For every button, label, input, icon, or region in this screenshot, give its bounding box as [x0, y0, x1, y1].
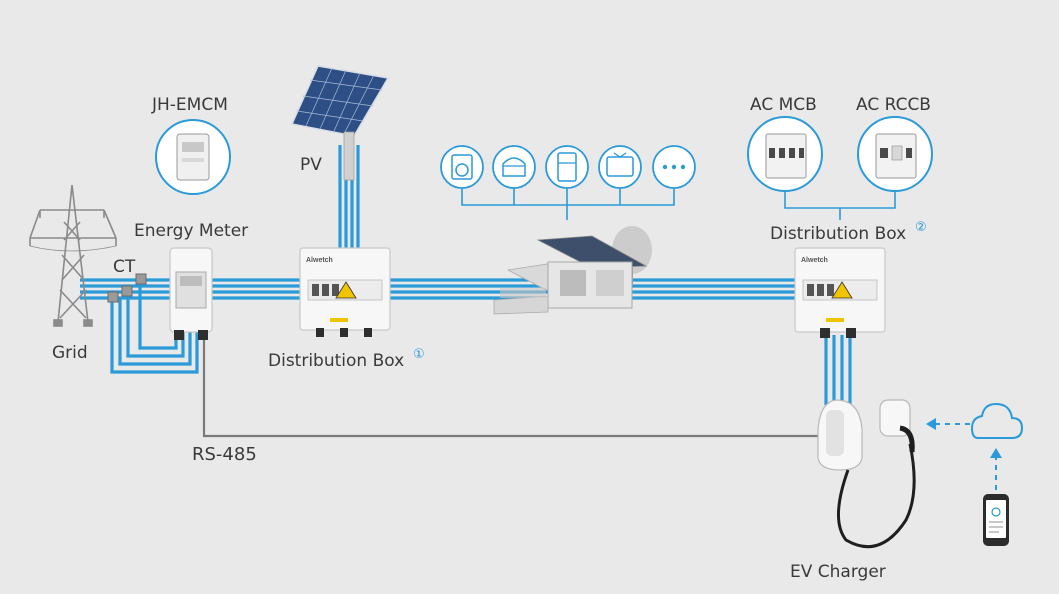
energy-meter-enclosure: [169, 247, 213, 340]
ev-charger-label: EV Charger: [790, 562, 886, 582]
house-icon: [493, 226, 652, 315]
ac-rccb-label: AC RCCB: [856, 95, 931, 115]
ct-label: CT: [113, 257, 136, 277]
brand-label-2: Alwetch: [801, 257, 828, 264]
smartphone-icon: [983, 494, 1009, 546]
rs485-line: [202, 330, 820, 438]
distribution-box-2-mark: ②: [915, 220, 927, 235]
appliance-bracket: [461, 188, 675, 220]
grid-tower-icon: [29, 184, 117, 327]
brand-label-1: Alwetch: [306, 257, 333, 264]
grid-label: Grid: [52, 343, 88, 363]
cloud-icon: [970, 402, 1024, 439]
pv-label: PV: [300, 155, 322, 175]
ac-mcb-label: AC MCB: [750, 95, 817, 115]
television-icon: [598, 145, 642, 189]
ac-rccb-icon: [857, 116, 933, 192]
pv-panel-icon: [290, 65, 390, 181]
ac-mcb-icon: [747, 116, 823, 192]
more-icon: [652, 145, 696, 189]
washing-machine-icon: [440, 145, 484, 189]
refrigerator-icon: [545, 145, 589, 189]
ct-sensor-icon: [107, 273, 147, 303]
cloud-to-charger-arrow: [926, 418, 970, 430]
ev-charger-icon: [817, 399, 916, 549]
rice-cooker-icon: [492, 145, 536, 189]
distribution-box-2-label: Distribution Box: [770, 224, 906, 244]
breaker-bracket: [784, 192, 896, 220]
jh-emcm-label: JH-EMCM: [151, 95, 228, 115]
distribution-box-1-icon: Alwetch: [299, 247, 391, 337]
energy-meter-label: Energy Meter: [134, 221, 248, 241]
distribution-box-1-mark: ①: [413, 347, 425, 362]
distribution-box-1-label: Distribution Box: [268, 351, 404, 371]
jh-emcm-icon: [155, 119, 231, 195]
rs485-label: RS-485: [192, 444, 257, 465]
distribution-box-2-icon: Alwetch: [794, 247, 886, 338]
phone-to-cloud-arrow: [990, 448, 1002, 490]
